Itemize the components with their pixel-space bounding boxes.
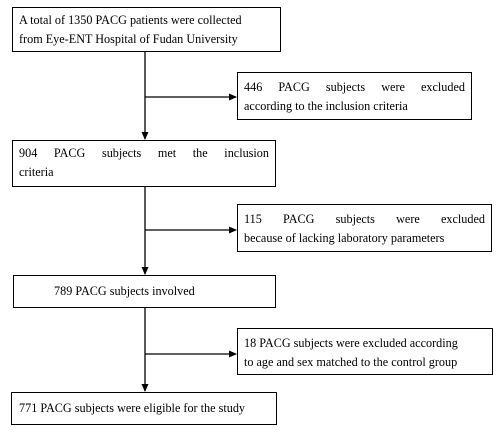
box-met-inclusion: 904 PACG subjects met the inclusion crit… xyxy=(12,140,276,187)
box-collected: A total of 1350 PACG patients were colle… xyxy=(12,7,281,52)
box-collected-line1: A total of 1350 PACG patients were colle… xyxy=(19,13,242,27)
box-excluded-lab-line1: 115 PACG subjects were excluded xyxy=(244,212,485,226)
box-involved: 789 PACG subjects involved xyxy=(13,275,276,308)
box-met-inclusion-line2: criteria xyxy=(19,165,54,179)
box-excluded-inclusion-line1: 446 PACG subjects were excluded xyxy=(244,80,465,94)
box-excluded-inclusion: 446 PACG subjects were excluded accordin… xyxy=(237,72,472,120)
box-excluded-age-sex: 18 PACG subjects were excluded according… xyxy=(237,328,493,375)
box-met-inclusion-line1: 904 PACG subjects met the inclusion xyxy=(19,146,269,160)
box-excluded-age-sex-line2: to age and sex matched to the control gr… xyxy=(244,355,458,369)
box-eligible-line1: 771 PACG subjects were eligible for the … xyxy=(19,401,246,415)
box-eligible: 771 PACG subjects were eligible for the … xyxy=(11,392,277,425)
box-excluded-lab: 115 PACG subjects were excluded because … xyxy=(237,204,492,252)
box-excluded-lab-line2: because of lacking laboratory parameters xyxy=(244,231,445,245)
box-collected-line2: from Eye-ENT Hospital of Fudan Universit… xyxy=(19,32,238,46)
box-excluded-age-sex-line1: 18 PACG subjects were excluded according xyxy=(244,336,458,350)
box-involved-line1: 789 PACG subjects involved xyxy=(54,284,195,298)
box-excluded-inclusion-line2: according to the inclusion criteria xyxy=(244,99,408,113)
